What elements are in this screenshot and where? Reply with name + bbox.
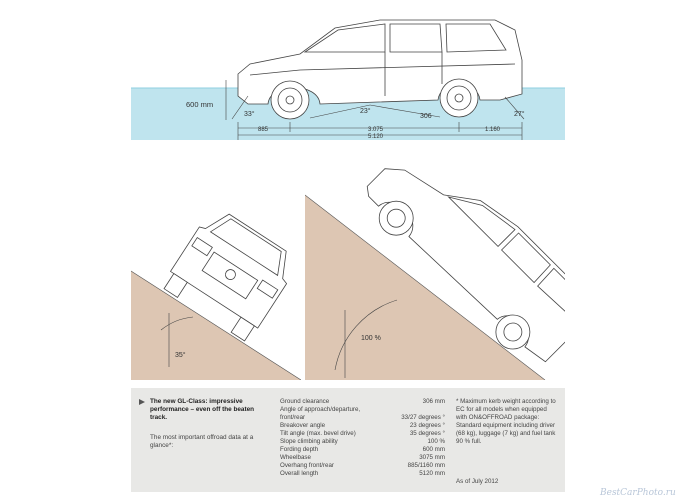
depth-label: 600 mm [186,100,213,109]
info-headline: The new GL-Class: impressive performance… [150,398,255,421]
dimension-lines [225,80,525,140]
spec-row: Angle of approach/departure, [280,406,361,414]
overall-length-label: 5.120 [368,134,384,140]
clearance-label: 306 [420,113,432,120]
overhang-front-label: 885 [258,127,269,133]
watermark: BestCarPhoto.ru [600,488,676,498]
tilt-diagram: 35° [131,213,301,380]
info-panel [131,388,565,492]
bullet-arrow-icon [139,399,145,405]
footnote: * Maximum kerb weight according to EC fo… [456,398,556,446]
wading-diagram: 600 mm 33° 23° 306 27° 885 3.075 5.120 1… [131,19,565,140]
wheelbase-label: 3.075 [368,127,384,133]
car-climbing-view [366,168,565,363]
approach-angle-label: 33° [244,110,255,118]
spec-row: Tilt angle (max. bevel drive)35 degrees … [280,430,445,438]
breakover-angle-label: 23° [360,107,371,115]
footnote-date: As of July 2012 [456,478,499,485]
car-side-view [237,19,523,120]
car-front-view [163,213,288,342]
climb-angle-label: 100 % [361,335,381,342]
info-subline: The most important offroad data at a gla… [150,434,254,449]
climb-diagram: 100 % [305,168,565,380]
tilt-angle-label: 35° [175,351,186,359]
overhang-rear-label: 1.160 [485,127,501,133]
departure-angle-label: 27° [514,110,525,118]
